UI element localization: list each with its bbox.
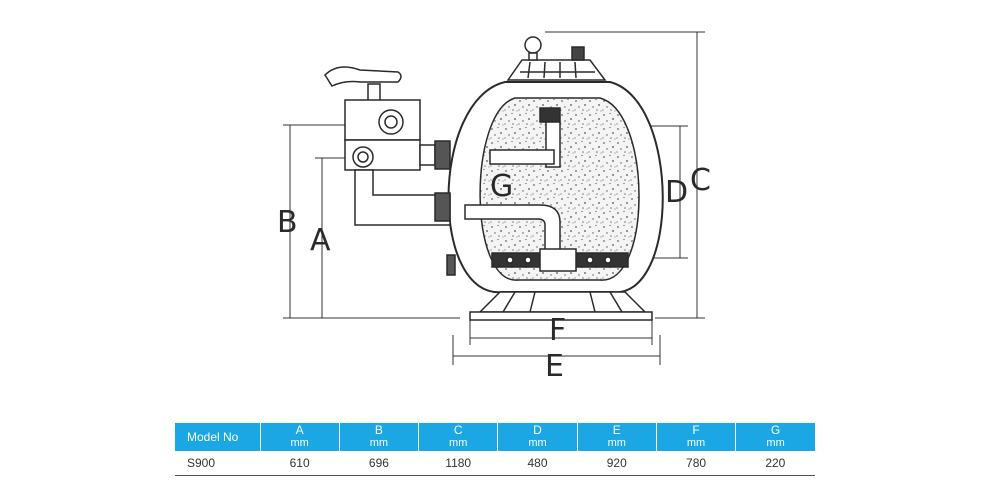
cell-d: 480: [497, 451, 578, 476]
cell-g: 220: [735, 451, 815, 476]
cell-b: 696: [339, 451, 419, 476]
cell-f: 780: [656, 451, 736, 476]
header-letter: B: [374, 423, 383, 437]
filter-tank: [447, 81, 664, 294]
label-b: B: [277, 205, 298, 240]
label-d: D: [665, 175, 688, 210]
label-c: C: [690, 163, 711, 198]
header-model-no: Model No: [175, 423, 261, 451]
filter-base: [469, 291, 653, 321]
cell-a: 610: [260, 451, 340, 476]
filter-lid: [506, 36, 607, 81]
internal-pipes: [464, 107, 629, 272]
label-g: G: [490, 169, 513, 204]
header-letter: E: [612, 423, 621, 437]
header-letter: F: [692, 423, 700, 437]
header-unit: mm: [686, 437, 706, 449]
header-unit: mm: [607, 437, 626, 449]
header-unit: mm: [369, 437, 389, 449]
cell-model: S900: [175, 451, 260, 476]
header-letter: D: [533, 423, 542, 437]
label-f: F: [549, 313, 566, 348]
sand-filter-diagram: B A C D F E G: [277, 31, 711, 384]
cell-e: 920: [577, 451, 657, 476]
label-e: E: [545, 349, 564, 384]
header-letter: A: [295, 423, 304, 437]
header-letter: C: [453, 423, 463, 437]
header-unit: mm: [766, 437, 785, 449]
dimension-labels: B A C D F E G: [277, 163, 711, 384]
header-unit: mm: [528, 437, 547, 449]
header-unit: mm: [449, 437, 468, 449]
table-row: S900 610 696 1180 480 920 780 220: [175, 451, 815, 476]
header-unit: mm: [290, 437, 309, 449]
multiport-valve: [324, 66, 456, 276]
label-a: A: [310, 223, 331, 258]
cell-c: 1180: [418, 451, 498, 476]
header-letter: G: [770, 423, 781, 437]
